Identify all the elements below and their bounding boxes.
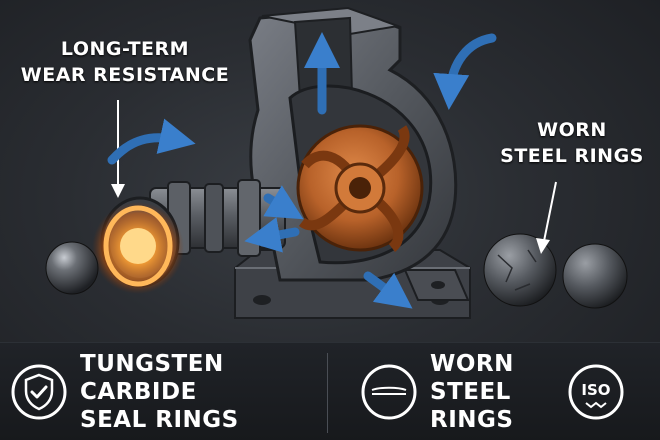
flow-arrows — [107, 32, 497, 309]
feature-label: TUNGSTEN CARBIDE SEAL RINGS — [80, 351, 239, 433]
worn-steel-ring — [483, 233, 557, 307]
feature-label: WORN STEEL RINGS — [430, 351, 514, 433]
steel-ball — [45, 241, 99, 295]
iso-badge-icon: ISO — [568, 364, 624, 420]
feature-worn-steel: WORN STEEL RINGS — [360, 343, 560, 440]
callout-line: WEAR RESISTANCE — [20, 64, 230, 86]
callout-line: STEEL RINGS — [500, 145, 644, 167]
callout-pointer — [542, 181, 557, 247]
divider — [327, 353, 328, 433]
callout-worn-steel-rings: WORN STEEL RINGS — [497, 117, 647, 169]
iso-badge-text: ISO — [581, 381, 610, 399]
worn-steel-ring — [562, 243, 628, 309]
worn-ring-icon — [361, 364, 417, 420]
callout-wear-resistance: LONG-TERM WEAR RESISTANCE — [18, 36, 232, 88]
callout-line: LONG-TERM — [60, 38, 190, 60]
impeller — [296, 124, 424, 252]
tungsten-carbide-seal-ring — [92, 202, 184, 294]
callout-line: WORN — [537, 119, 607, 141]
pump-illustration — [45, 6, 628, 319]
feature-tungsten-carbide: TUNGSTEN CARBIDE SEAL RINGS — [10, 343, 320, 440]
shield-check-icon — [11, 364, 67, 420]
feature-bar: TUNGSTEN CARBIDE SEAL RINGS WORN STEEL R… — [0, 342, 660, 440]
